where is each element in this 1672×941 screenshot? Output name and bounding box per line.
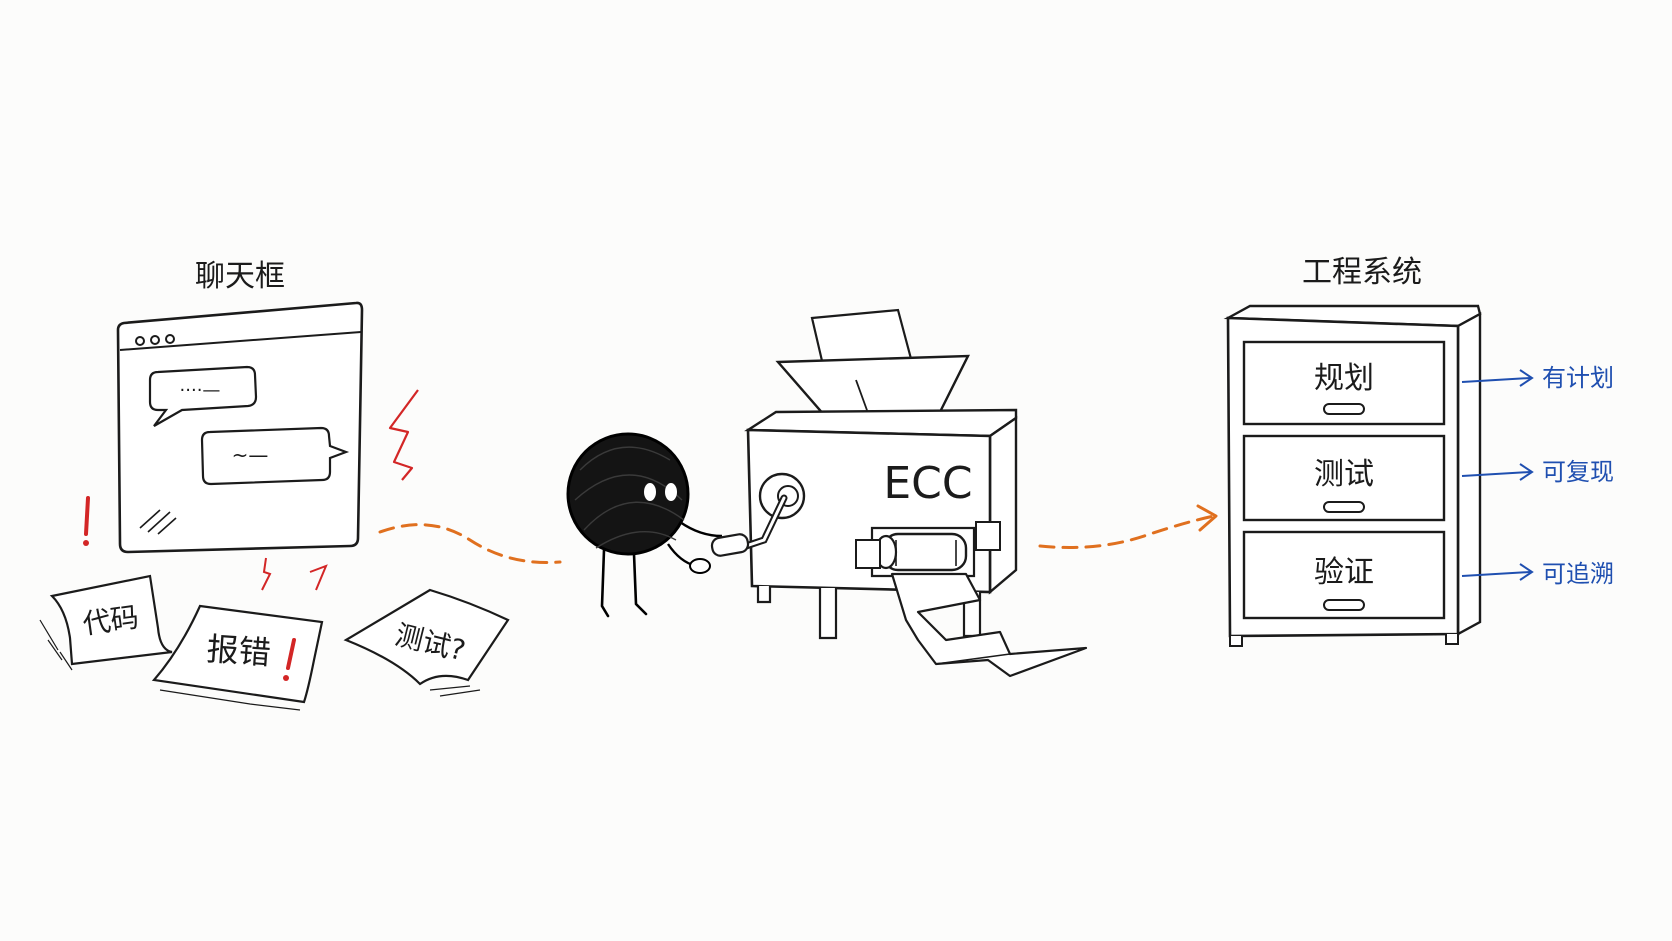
chat-section: 聊天框 ····— ~— <box>39 259 510 711</box>
arrow-right-icon <box>1461 471 1531 477</box>
ecc-machine: ECC <box>710 308 1088 678</box>
lightning-icon <box>261 557 272 591</box>
engineering-system-title: 工程系统 <box>1302 255 1422 290</box>
outcome-traceable: 可追溯 <box>1461 560 1614 588</box>
drawer-testing: 测试 <box>1242 434 1446 522</box>
filing-cabinet: 规划 测试 验证 <box>1223 304 1482 647</box>
paper-code: 代码 <box>39 574 173 671</box>
paper-test: 测试? <box>343 588 510 697</box>
machine-label: ECC <box>883 458 972 509</box>
window-dot-icon <box>165 334 175 344</box>
outcome-planned: 有计划 <box>1461 364 1614 392</box>
flow-arrow-output <box>1038 514 1216 549</box>
exclamation-icon <box>286 638 296 670</box>
arrow-right-icon <box>1461 377 1531 383</box>
arm <box>679 521 723 538</box>
chat-bubble-incoming: ····— <box>148 365 258 427</box>
chat-window-title: 聊天框 <box>195 259 285 294</box>
drawer-planning: 规划 <box>1242 340 1446 426</box>
engineering-section: 工程系统 规划 测试 验证 <box>1223 255 1614 647</box>
legs <box>600 548 648 618</box>
window-resize-grip <box>139 509 177 535</box>
window-dot-icon <box>150 335 160 345</box>
drawer-label: 规划 <box>1314 361 1374 396</box>
drawer-handle <box>1323 501 1365 513</box>
bubble-text: ~— <box>232 443 269 467</box>
alert-marks <box>83 389 419 591</box>
crank-grip <box>710 533 750 557</box>
drawer-handle <box>1323 403 1365 415</box>
bubble-text: ····— <box>180 380 221 401</box>
eye-icon <box>644 483 656 501</box>
outcome-label: 可追溯 <box>1542 560 1614 588</box>
arrow-right-icon <box>1461 571 1531 577</box>
eye-icon <box>665 483 677 501</box>
drawer-handle <box>1323 599 1365 611</box>
arrowhead-icon <box>1196 504 1218 532</box>
outcome-label: 可复现 <box>1542 458 1614 486</box>
lightning-icon <box>309 564 328 591</box>
chat-bubble-outgoing: ~— <box>200 426 350 486</box>
flow-arrow-input <box>378 523 562 564</box>
drawer-label: 验证 <box>1314 555 1374 590</box>
paper-error: 报错 <box>151 604 324 711</box>
chat-window: ····— ~— <box>116 301 364 554</box>
outcome-reproducible: 可复现 <box>1461 458 1614 486</box>
drawer-verification: 验证 <box>1242 530 1446 620</box>
scribble-character <box>566 432 723 618</box>
exclamation-icon <box>84 496 90 536</box>
paper-label: 代码 <box>81 600 141 640</box>
drawer-label: 测试 <box>1314 457 1374 492</box>
outcome-label: 有计划 <box>1542 364 1614 392</box>
window-dot-icon <box>135 336 145 346</box>
paper-label: 报错 <box>206 630 273 672</box>
lightning-icon <box>388 389 419 481</box>
